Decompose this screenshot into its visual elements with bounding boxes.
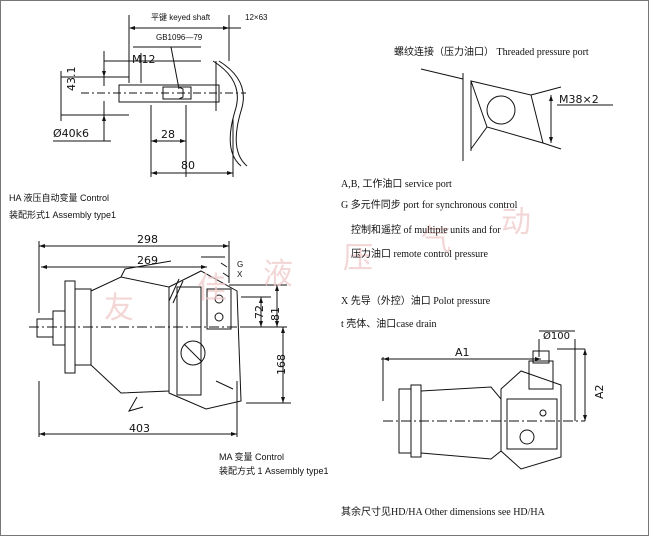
port-x-text: X 先导（外控）油口 Polot pressure bbox=[341, 296, 491, 307]
dim-298: 298 bbox=[137, 233, 158, 246]
shaft-length-dim: 80 bbox=[181, 159, 195, 172]
dim-a1: A1 bbox=[455, 346, 470, 359]
watermark-char: 佳 bbox=[197, 271, 227, 306]
watermark-char: 友 bbox=[104, 291, 134, 326]
watermark-char: 动 bbox=[501, 205, 531, 240]
shaft-diameter-dim: Ø40k6 bbox=[53, 127, 90, 140]
dim-d100: Ø100 bbox=[543, 331, 570, 342]
ma-assembly-label: 装配方式 1 Assembly type1 bbox=[219, 466, 329, 476]
standard-label: GB1096—79 bbox=[156, 33, 203, 42]
ha-assembly-label: 装配形式1 Assembly type1 bbox=[9, 210, 117, 220]
ha-control-label: HA 液压自动变量 Control bbox=[9, 193, 110, 203]
key-length-dim: 28 bbox=[161, 128, 175, 141]
thread-dim: M12 bbox=[132, 53, 156, 66]
dim-168: 168 bbox=[275, 354, 288, 375]
port-g-text-2: 控制和遥控 of multiple units and for bbox=[351, 225, 501, 236]
dim-a2: A2 bbox=[593, 384, 606, 399]
watermark-char: 液 bbox=[263, 257, 293, 292]
port-g-label: G bbox=[237, 260, 244, 269]
case-drain-text: t 壳体、油口case drain bbox=[341, 319, 437, 330]
ma-control-label: MA 变量 Control bbox=[219, 452, 285, 462]
thread-m38-dim: M38×2 bbox=[559, 93, 599, 106]
other-dimensions-text: 其余尺寸见HD/HA Other dimensions see HD/HA bbox=[341, 507, 545, 518]
port-x-label: X bbox=[237, 270, 243, 279]
key-size-label: 12×63 bbox=[245, 13, 268, 22]
port-g-text: G 多元件同步 port for synchronous control bbox=[341, 200, 518, 211]
dim-72: 72 bbox=[253, 305, 266, 319]
port-g-text-3: 压力油口 remote control pressure bbox=[351, 249, 488, 260]
watermark-char: 压 bbox=[343, 241, 373, 276]
watermark-char: 气 bbox=[421, 223, 451, 258]
dim-269: 269 bbox=[137, 254, 158, 267]
threaded-port-label: 螺纹连接（压力油口） Threaded pressure port bbox=[394, 47, 589, 58]
dim-403: 403 bbox=[129, 422, 150, 435]
dim-81: 81 bbox=[269, 307, 282, 321]
key-shaft-label: 平键 keyed shaft bbox=[151, 13, 211, 22]
key-height-dim: 43.1 bbox=[65, 66, 78, 92]
port-ab-text: A,B, 工作油口 service port bbox=[341, 179, 452, 190]
